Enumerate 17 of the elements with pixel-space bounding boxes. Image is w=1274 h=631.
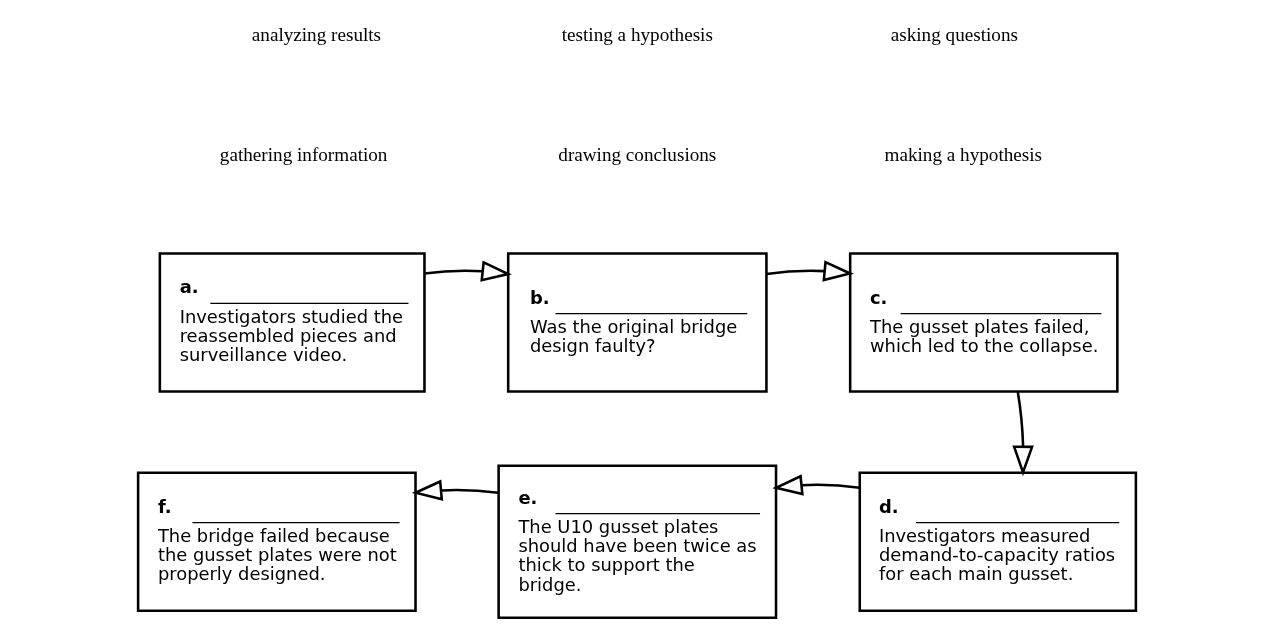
node-box: d. Investigators measured demand-to-capacity ratios for each main gusset.	[858, 471, 1138, 613]
label: asking questions	[890, 23, 1018, 45]
node-box: e. The U10 gusset plates should have been twice as thick to support the bridge.	[497, 464, 778, 620]
node-box: a. Investigators studied the reassembled pieces and surveillance video.	[158, 252, 426, 393]
label: analyzing results	[251, 23, 382, 45]
label: making a hypothesis	[884, 143, 1043, 165]
node-box: c. The gusset plates failed, which led to the collapse.	[848, 252, 1119, 393]
label: gathering information	[219, 143, 388, 165]
arrow	[411, 479, 499, 501]
arrow	[772, 474, 860, 496]
node-box: b. Was the original bridge design faulty?	[506, 252, 768, 393]
arrow	[424, 260, 512, 282]
label: testing a hypothesis	[561, 23, 713, 45]
label: drawing conclusions	[558, 143, 717, 165]
node-box: f. The bridge failed because the gusset plates were not properly designed.	[136, 471, 417, 613]
arrow	[766, 260, 854, 282]
arrow	[1012, 391, 1034, 477]
